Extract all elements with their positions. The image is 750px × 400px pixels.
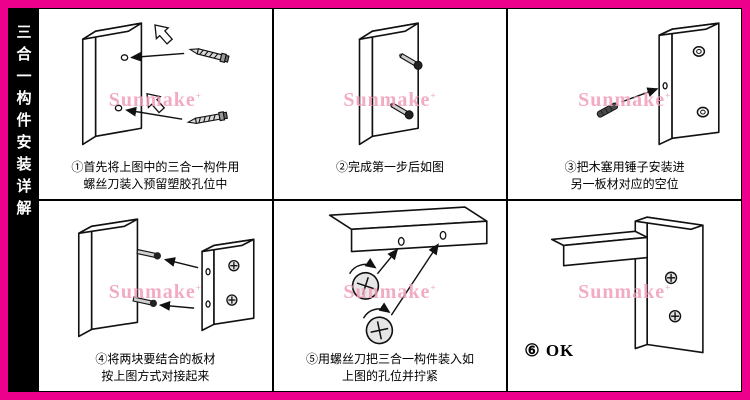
steps-grid: Sunmake+ — [38, 8, 742, 392]
caption-line: 按上图方式对接起来 — [101, 369, 210, 384]
caption-line: ③把木塞用锤子安装进 — [564, 160, 685, 174]
step3-caption: ③把木塞用锤子安装进 另一板材对应的空位 — [512, 159, 737, 194]
step-panel-1: Sunmake+ — [39, 9, 272, 199]
caption-line: 上图的孔位并拧紧 — [341, 369, 438, 384]
caption-line: ①首先将上图中的三合一构件用 — [71, 160, 240, 174]
step6-ok-label: ⑥ OK — [524, 341, 575, 360]
step-panel-6: Sunmake+ ⑥ OK — [508, 201, 741, 391]
sidebar-title-bar: 三合一构件安装详解 — [8, 8, 38, 392]
step-panel-2: Sunmake+ — [273, 9, 507, 199]
step-panel-3: Sunmake+ — [508, 9, 741, 199]
caption-line: 另一板材对应的空位 — [570, 177, 679, 192]
poster-frame: 三合一构件安装详解 Sunmake+ — [8, 8, 742, 392]
step-panel-4: Sunmake+ — [39, 201, 272, 391]
board-with-installed-bolts-illustration — [358, 22, 423, 146]
assembled-joint-illustration — [551, 216, 705, 354]
step2-caption: ②完成第一步后如图 — [278, 159, 503, 194]
step4-caption: ④将两块要结合的板材 按上图方式对接起来 — [43, 351, 268, 386]
step1-caption: ①首先将上图中的三合一构件用 螺丝刀装入预留塑胶孔位中 — [43, 159, 268, 194]
caption-line: ④将两块要结合的板材 — [95, 352, 216, 366]
dowel-into-board-illustration — [597, 22, 720, 146]
board-with-screws-illustration — [81, 22, 230, 146]
step-panel-5: Sunmake+ — [273, 201, 507, 391]
caption-line: ②完成第一步后如图 — [335, 160, 444, 174]
step5-caption: ⑤用螺丝刀把三合一构件装入如 上图的孔位并拧紧 — [278, 351, 503, 386]
caption-line: 螺丝刀装入预留塑胶孔位中 — [83, 177, 228, 192]
cam-lock-tightening-illustration — [328, 206, 488, 345]
joining-boards-illustration — [77, 218, 255, 338]
caption-line: ⑤用螺丝刀把三合一构件装入如 — [305, 352, 474, 366]
sidebar-title: 三合一构件安装详解 — [14, 24, 32, 222]
